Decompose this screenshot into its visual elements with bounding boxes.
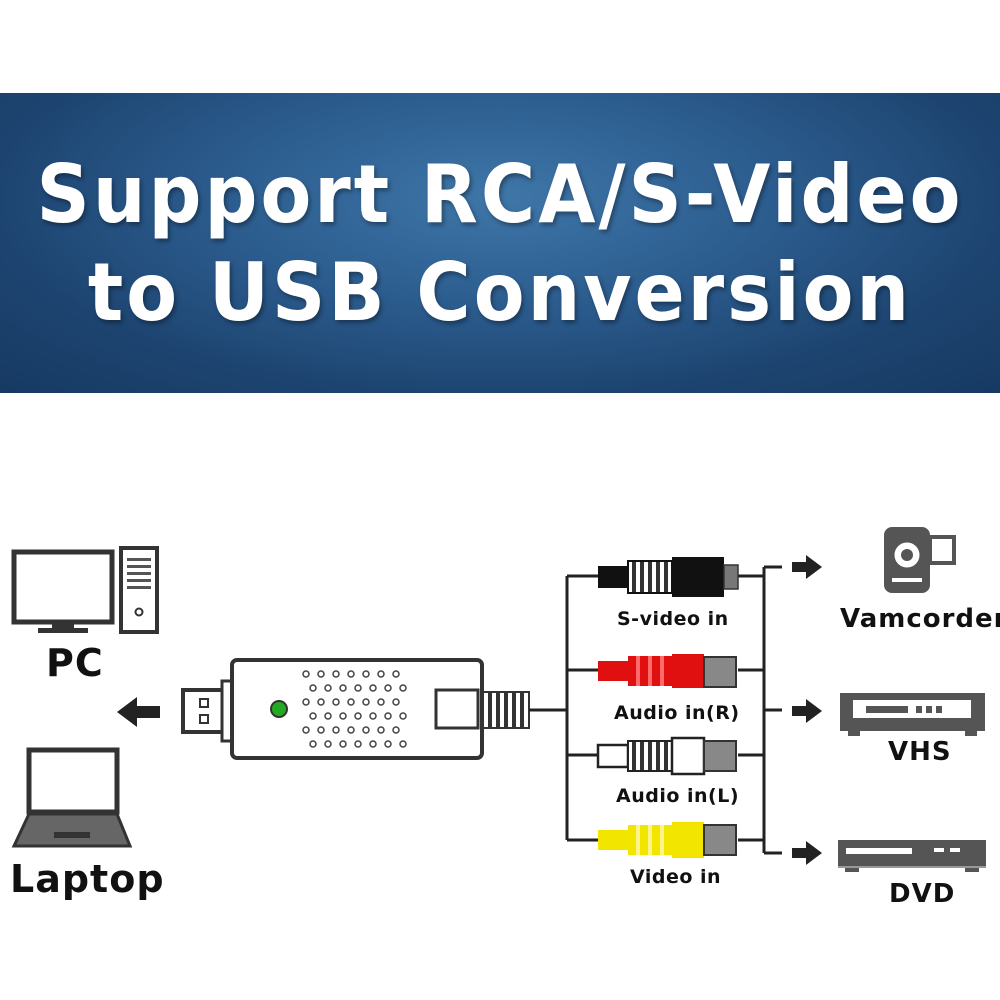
vent-hole bbox=[369, 740, 377, 748]
vent-hole bbox=[324, 684, 332, 692]
title-banner bbox=[0, 93, 1000, 393]
audio-r-label: Audio in(R) bbox=[614, 702, 740, 724]
banner-title-line-2: to USB Conversion bbox=[87, 246, 913, 340]
vent-hole bbox=[324, 712, 332, 720]
vent-hole bbox=[324, 740, 332, 748]
vent-hole bbox=[392, 726, 400, 734]
pc-icon bbox=[11, 546, 159, 634]
vent-hole bbox=[302, 726, 310, 734]
vent-hole bbox=[347, 726, 355, 734]
arrow-left-icon bbox=[117, 697, 160, 727]
vent-hole bbox=[399, 740, 407, 748]
vent-hole bbox=[317, 726, 325, 734]
video-plug bbox=[598, 822, 737, 858]
vent-hole bbox=[377, 698, 385, 706]
cable-wiring bbox=[529, 565, 782, 855]
vent-hole bbox=[339, 712, 347, 720]
vent-hole bbox=[384, 712, 392, 720]
vent-hole bbox=[369, 712, 377, 720]
vent-hole bbox=[384, 740, 392, 748]
vent-hole bbox=[332, 670, 340, 678]
vent-hole bbox=[384, 684, 392, 692]
vent-hole bbox=[362, 670, 370, 678]
banner-title-line-1: Support RCA/S-Video bbox=[36, 148, 964, 242]
vent-hole bbox=[377, 726, 385, 734]
vent-hole bbox=[392, 698, 400, 706]
vent-hole bbox=[332, 726, 340, 734]
vent-hole bbox=[354, 712, 362, 720]
usb-capture-device bbox=[181, 658, 530, 760]
vent-hole bbox=[354, 684, 362, 692]
audio-r-plug bbox=[598, 654, 737, 688]
dvd-player-icon bbox=[838, 840, 986, 872]
vent-hole bbox=[347, 670, 355, 678]
svideo-plug bbox=[598, 557, 739, 597]
audio-l-label: Audio in(L) bbox=[616, 785, 740, 807]
vent-hole bbox=[399, 712, 407, 720]
vent-hole bbox=[377, 670, 385, 678]
vent-hole bbox=[309, 684, 317, 692]
vent-hole bbox=[309, 740, 317, 748]
video-label: Video in bbox=[630, 866, 722, 888]
vent-hole bbox=[347, 698, 355, 706]
vent-hole bbox=[392, 670, 400, 678]
vent-hole bbox=[369, 684, 377, 692]
vent-hole bbox=[362, 698, 370, 706]
vent-hole bbox=[332, 698, 340, 706]
vent-hole bbox=[399, 684, 407, 692]
camcorder-icon bbox=[884, 527, 956, 593]
audio-l-plug bbox=[596, 736, 737, 776]
dvd-label: DVD bbox=[889, 879, 956, 909]
vent-hole bbox=[339, 684, 347, 692]
arrow-right-icon bbox=[792, 555, 822, 579]
vent-hole bbox=[317, 670, 325, 678]
vhs-player-icon bbox=[840, 693, 985, 736]
pc-label: PC bbox=[46, 641, 104, 685]
vent-hole bbox=[362, 726, 370, 734]
svideo-label: S-video in bbox=[617, 608, 729, 630]
camcorder-label: Vamcorder bbox=[840, 604, 1000, 634]
vhs-label: VHS bbox=[888, 737, 952, 767]
vent-hole bbox=[309, 712, 317, 720]
vent-hole bbox=[302, 698, 310, 706]
vent-hole bbox=[354, 740, 362, 748]
vent-hole bbox=[317, 698, 325, 706]
vent-hole bbox=[302, 670, 310, 678]
arrow-right-icon bbox=[792, 841, 822, 865]
laptop-icon bbox=[11, 747, 133, 848]
vent-hole bbox=[339, 740, 347, 748]
arrow-right-icon bbox=[792, 699, 822, 723]
laptop-label: Laptop bbox=[10, 857, 165, 901]
